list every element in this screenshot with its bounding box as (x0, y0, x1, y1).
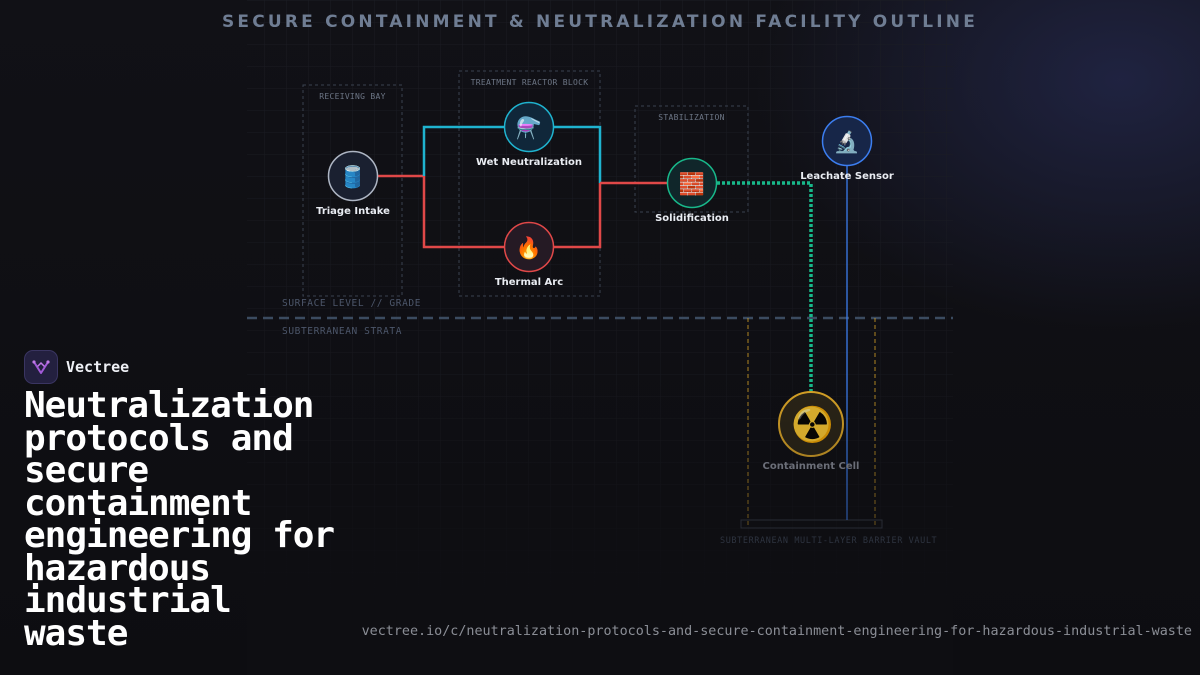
vectree-logo-icon (24, 350, 58, 384)
node-leachate-sensor[interactable] (821, 115, 873, 167)
oil-drum-icon: 🛢️ (339, 165, 367, 189)
node-label-thermal-arc: Thermal Arc (494, 277, 564, 288)
surface-level-label: SURFACE LEVEL // GRADE (282, 298, 422, 309)
zone-label-treatment-reactor: TREATMENT REACTOR BLOCK (470, 78, 589, 87)
node-thermal-arc[interactable] (503, 221, 555, 273)
brand[interactable]: Vectree (24, 350, 129, 384)
node-label-leachate-sensor: Leachate Sensor (800, 171, 894, 182)
node-solidification[interactable] (666, 157, 718, 209)
zone-receiving-bay (302, 84, 403, 297)
microscope-icon: 🔬 (833, 130, 861, 154)
zone-stabilization (634, 105, 749, 213)
node-label-containment-cell: Containment Cell (762, 461, 860, 472)
brand-name: Vectree (66, 358, 130, 376)
diagram-title: SECURE CONTAINMENT & NEUTRALIZATION FACI… (221, 12, 979, 32)
vault-label: SUBTERRANEAN MULTI-LAYER BARRIER VAULT (720, 536, 938, 546)
fire-icon: 🔥 (515, 236, 543, 260)
headline: Neutralization protocols and secure cont… (24, 385, 335, 654)
subterranean-strata-label: SUBTERRANEAN STRATA (282, 326, 403, 337)
node-triage-intake[interactable] (327, 150, 379, 202)
zone-label-stabilization: STABILIZATION (658, 113, 725, 122)
zone-label-receiving-bay: RECEIVING BAY (319, 92, 386, 101)
node-wet-neutralization[interactable] (503, 101, 555, 153)
node-label-triage-intake: Triage Intake (316, 206, 390, 217)
flow-solid-to-cell (717, 181, 813, 392)
lower-fade-overlay (247, 380, 953, 675)
node-label-solidification: Solidification (655, 213, 729, 224)
node-label-wet-neutralization: Wet Neutralization (475, 157, 583, 168)
flask-icon: ⚗️ (515, 116, 543, 140)
radioactive-icon: ☢️ (791, 405, 834, 445)
bricks-icon: 🧱 (678, 172, 706, 196)
page-url[interactable]: vectree.io/c/neutralization-protocols-an… (361, 624, 1192, 639)
